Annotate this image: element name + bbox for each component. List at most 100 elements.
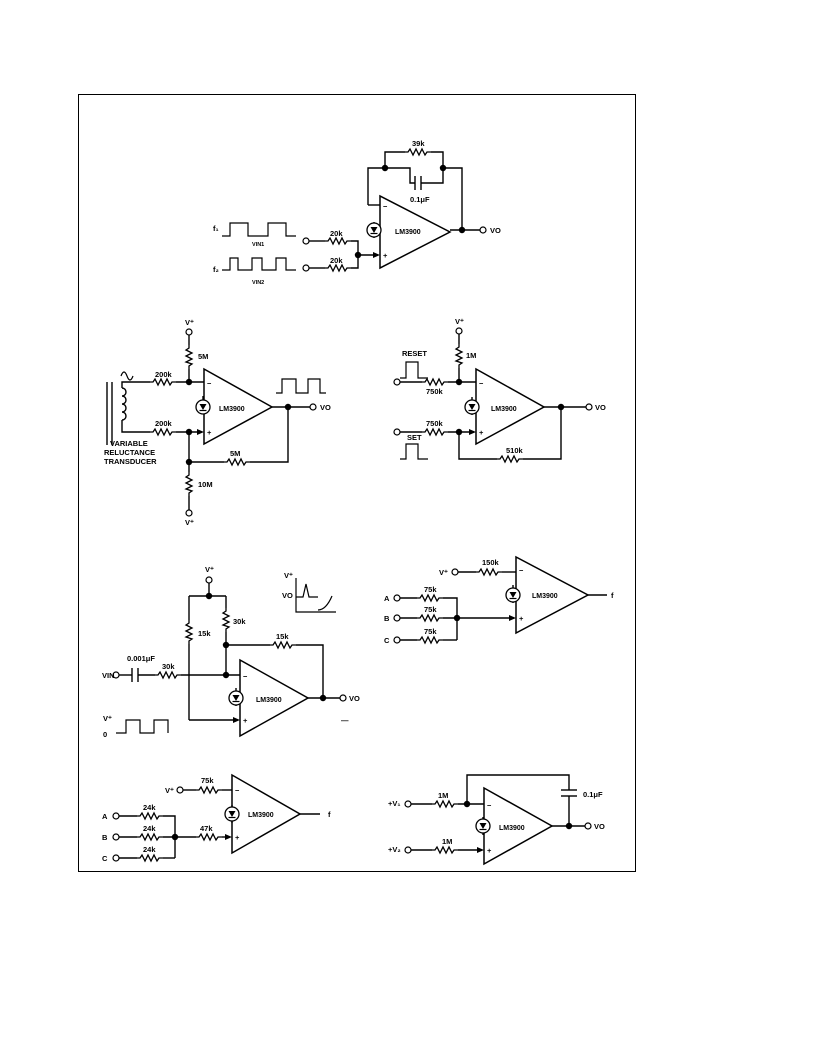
c4-supply: V⁺ bbox=[205, 565, 214, 574]
reset-pulse-icon bbox=[400, 361, 428, 379]
transducer-coil-icon bbox=[121, 387, 127, 421]
c7-amp-label: LM3900 bbox=[499, 825, 525, 832]
c5-in-a: A bbox=[384, 594, 390, 603]
circuit-5-voting-gate: V⁺ 150k 75k 75k 75k A B C LM3900 − + f bbox=[384, 555, 614, 645]
c5-in-b: B bbox=[384, 614, 390, 623]
c2-r-top: 5M bbox=[198, 352, 208, 361]
c4-minus: − bbox=[243, 672, 248, 681]
c2-supply-bottom: V⁺ bbox=[185, 518, 194, 527]
c4-wave2-zero: 0 bbox=[103, 730, 107, 739]
c2-supply-top: V⁺ bbox=[185, 318, 194, 327]
c3-supply: V⁺ bbox=[455, 317, 464, 326]
c3-minus: − bbox=[479, 379, 484, 388]
output-pulse-wave-icon bbox=[276, 378, 326, 394]
c4-amp-label: LM3900 bbox=[256, 697, 282, 704]
c3-r-reset: 750k bbox=[426, 387, 444, 396]
c4-r-in: 30k bbox=[162, 662, 175, 671]
c4-r-feedback: 15k bbox=[276, 632, 289, 641]
c1-input2: f₂ bbox=[213, 265, 219, 274]
c2-transducer-1: VARIABLE bbox=[110, 439, 148, 448]
c2-transducer-2: RELUCTANCE bbox=[104, 448, 155, 457]
c2-minus: − bbox=[207, 379, 212, 388]
c4-wave2-v: V⁺ bbox=[103, 714, 112, 723]
circuit-3-set-reset-flip-flop: V⁺ 1M RESET 750k 750k SET 510k LM3900 − … bbox=[393, 317, 606, 463]
c3-r-feedback: 510k bbox=[506, 446, 524, 455]
c1-vin2: VIN2 bbox=[252, 280, 264, 286]
c5-supply: V⁺ bbox=[439, 568, 448, 577]
c5-plus: + bbox=[519, 614, 524, 623]
c4-vin: VIN bbox=[102, 671, 115, 680]
c5-r-a: 75k bbox=[424, 585, 437, 594]
c1-plus: + bbox=[383, 251, 388, 260]
c7-r-1: 1M bbox=[438, 791, 448, 800]
c6-minus: − bbox=[235, 786, 240, 795]
c7-capacitor: 0.1μF bbox=[583, 790, 603, 799]
circuit-1-differential-amplifier: 39k 0.1μF 20k 20k LM3900 − + f₁ f₂ VIN1 … bbox=[213, 139, 501, 286]
c4-wave-v: V⁺ bbox=[284, 571, 293, 580]
c1-minus: − bbox=[383, 202, 388, 211]
circuit-6-majority-gate: V⁺ 75k 24k 24k 24k 47k A B C LM3900 − + … bbox=[102, 773, 331, 863]
c6-r-supply: 75k bbox=[201, 776, 214, 785]
c2-r-feedback: 5M bbox=[230, 449, 240, 458]
c1-amp-label: LM3900 bbox=[395, 229, 421, 236]
c3-set: SET bbox=[407, 433, 422, 442]
c4-plus: + bbox=[243, 716, 248, 725]
circuit-4-one-shot: V⁺ 15k 30k 15k 0.001μF 30k VIN LM3900 − … bbox=[102, 565, 360, 739]
c2-r-in2: 200k bbox=[155, 419, 173, 428]
sine-wave-icon bbox=[120, 371, 134, 381]
c2-output: VO bbox=[320, 403, 331, 412]
c3-output: VO bbox=[595, 403, 606, 412]
c5-amp-label: LM3900 bbox=[532, 593, 558, 600]
circuit-7-integrator: +V₁ +V₂ 1M 1M 0.1μF LM3900 − + VO bbox=[388, 774, 605, 866]
c4-output: VO bbox=[349, 694, 360, 703]
c2-r-bottom: 10M bbox=[198, 480, 213, 489]
c6-r-c: 24k bbox=[143, 845, 156, 854]
c6-amp-label: LM3900 bbox=[248, 812, 274, 819]
c4-r-left: 15k bbox=[198, 629, 211, 638]
c2-amp-label: LM3900 bbox=[219, 406, 245, 413]
circuit-2-transducer-amplifier: V⁺ 5M 200k 200k 5M 10M V⁺ LM3900 − + VAR… bbox=[104, 318, 331, 527]
c3-r-set: 750k bbox=[426, 419, 444, 428]
c7-r-2: 1M bbox=[442, 837, 452, 846]
c6-in-c: C bbox=[102, 854, 108, 863]
c7-v2: +V₂ bbox=[388, 845, 401, 854]
schematic-frame bbox=[78, 94, 636, 872]
c3-r-top: 1M bbox=[466, 351, 476, 360]
c7-plus: + bbox=[487, 846, 492, 855]
c1-vin1: VIN1 bbox=[252, 242, 264, 248]
c3-plus: + bbox=[479, 428, 484, 437]
c4-capacitor: 0.001μF bbox=[127, 654, 155, 663]
c5-in-c: C bbox=[384, 636, 390, 645]
c6-r-a: 24k bbox=[143, 803, 156, 812]
c5-output: f bbox=[611, 591, 614, 600]
c1-input1: f₁ bbox=[213, 224, 219, 233]
c5-r-c: 75k bbox=[424, 627, 437, 636]
c2-plus: + bbox=[207, 428, 212, 437]
c2-r-in1: 200k bbox=[155, 370, 173, 379]
c6-r-b: 24k bbox=[143, 824, 156, 833]
c5-r-b: 75k bbox=[424, 605, 437, 614]
c6-output: f bbox=[328, 810, 331, 819]
square-wave-1-icon bbox=[222, 222, 296, 237]
c1-output: VO bbox=[490, 226, 501, 235]
c7-v1: +V₁ bbox=[388, 799, 400, 808]
c1-r-in2: 20k bbox=[330, 256, 343, 265]
c6-in-a: A bbox=[102, 812, 108, 821]
c4-wave-vo: VO bbox=[282, 591, 293, 600]
c1-r-in1: 20k bbox=[330, 229, 343, 238]
output-terminal bbox=[479, 226, 487, 234]
c4-r-top: 30k bbox=[233, 617, 246, 626]
c4-dash: — bbox=[341, 716, 349, 725]
c1-c-feedback: 0.1μF bbox=[410, 195, 430, 204]
c2-transducer-3: TRANSDUCER bbox=[104, 457, 157, 466]
c6-plus: + bbox=[235, 833, 240, 842]
c7-minus: − bbox=[487, 801, 492, 810]
c6-supply: V⁺ bbox=[165, 786, 174, 795]
c3-amp-label: LM3900 bbox=[491, 406, 517, 413]
c6-in-b: B bbox=[102, 833, 108, 842]
pulse-response-waveform-icon bbox=[295, 578, 336, 613]
c5-minus: − bbox=[519, 566, 524, 575]
c5-r-supply: 150k bbox=[482, 558, 500, 567]
input-square-wave-icon bbox=[116, 719, 169, 734]
